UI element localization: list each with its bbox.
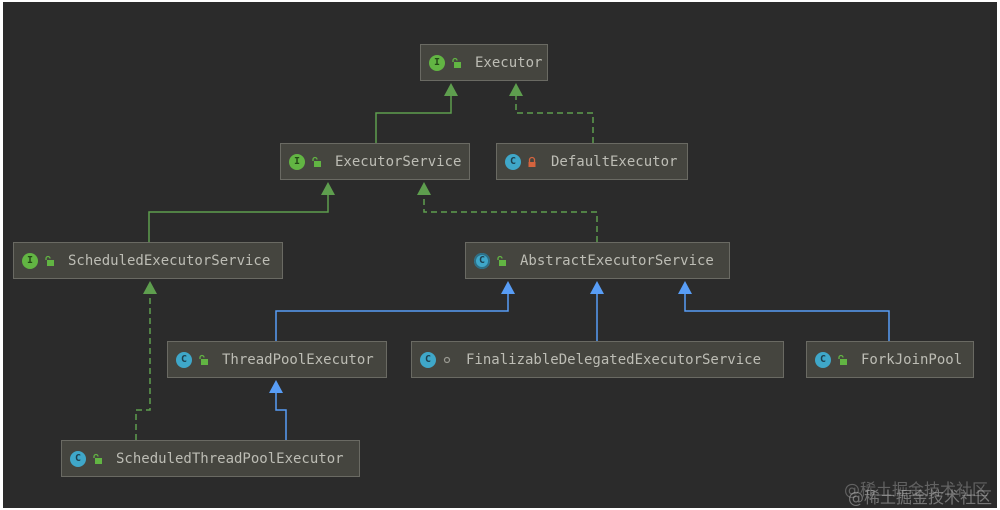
node-label: FinalizableDelegatedExecutorService	[466, 351, 762, 368]
node-scheduled-executor-service[interactable]: I ScheduledExecutorService	[13, 242, 283, 279]
class-icon: C	[815, 351, 831, 368]
edge-arrowhead	[444, 83, 458, 96]
lock-open-icon	[835, 353, 849, 367]
node-label: AbstractExecutorService	[520, 252, 714, 269]
lock-open-icon	[42, 254, 56, 268]
edge-arrowhead	[269, 380, 283, 393]
edge-thread-pool-executor-to-abstract-executor-service	[275, 293, 509, 341]
edge-fork-join-pool-to-abstract-executor-service	[684, 293, 890, 341]
lock-open-icon	[494, 254, 508, 268]
node-thread-pool-executor[interactable]: C ThreadPoolExecutor	[167, 341, 387, 378]
edge-arrowhead	[501, 281, 515, 294]
edge-abstract-executor-service-to-executor-service	[423, 194, 598, 242]
lock-open-icon	[309, 155, 323, 169]
watermark-overlay: @稀土掘金技术社区	[847, 488, 992, 507]
node-finalizable-delegated-executor-service[interactable]: C FinalizableDelegatedExecutorService	[411, 341, 784, 378]
edge-scheduled-thread-pool-executor-to-scheduled-executor-service	[135, 293, 151, 440]
node-label: ScheduledThreadPoolExecutor	[116, 450, 344, 467]
class-icon: C	[176, 351, 192, 368]
edge-executor-service-to-executor	[375, 95, 452, 143]
edge-arrowhead	[143, 281, 157, 294]
lock-open-icon	[90, 452, 104, 466]
node-executor[interactable]: I Executor	[420, 44, 548, 81]
edge-default-executor-to-executor	[515, 95, 594, 143]
node-label: ThreadPoolExecutor	[222, 351, 374, 368]
node-label: DefaultExecutor	[551, 153, 678, 170]
edge-scheduled-executor-service-to-executor-service	[148, 194, 329, 242]
class-icon: C	[420, 351, 436, 368]
interface-icon: I	[429, 54, 445, 71]
class-icon: C	[70, 450, 86, 467]
node-executor-service[interactable]: I ExecutorService	[280, 143, 470, 180]
watermark: @稀土掘金技术社区	[843, 480, 988, 499]
node-label: ForkJoinPool	[861, 351, 963, 368]
node-abstract-executor-service[interactable]: C AbstractExecutorService	[465, 242, 730, 279]
class-icon: C	[505, 153, 521, 170]
node-label: ExecutorService	[335, 153, 462, 170]
package-private-icon	[440, 353, 454, 367]
lock-open-icon	[449, 56, 463, 70]
node-scheduled-thread-pool-executor[interactable]: C ScheduledThreadPoolExecutor	[61, 440, 360, 477]
interface-icon: I	[22, 252, 38, 269]
interface-icon: I	[289, 153, 305, 170]
node-fork-join-pool[interactable]: C ForkJoinPool	[806, 341, 974, 378]
edge-arrowhead	[590, 281, 604, 294]
lock-closed-icon	[525, 155, 539, 169]
edge-scheduled-thread-pool-executor-to-thread-pool-executor	[275, 392, 287, 440]
edge-arrowhead	[321, 182, 335, 195]
edge-arrowhead	[417, 182, 431, 195]
edge-arrowhead	[509, 83, 523, 96]
node-label: Executor	[475, 54, 543, 71]
node-default-executor[interactable]: C DefaultExecutor	[496, 143, 688, 180]
lock-open-icon	[196, 353, 210, 367]
abstract-class-icon: C	[474, 252, 490, 269]
edge-arrowhead	[678, 281, 692, 294]
node-label: ScheduledExecutorService	[68, 252, 271, 269]
